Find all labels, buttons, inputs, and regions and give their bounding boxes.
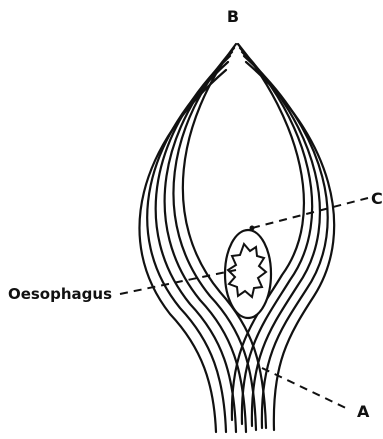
label-oesophagus: Oesophagus — [8, 285, 112, 303]
label-b: B — [227, 7, 239, 26]
leader-dot-c — [250, 226, 255, 231]
leader-line-c — [252, 198, 368, 228]
label-a: A — [357, 402, 370, 421]
label-c: C — [371, 189, 383, 208]
oesophagus — [225, 230, 271, 318]
